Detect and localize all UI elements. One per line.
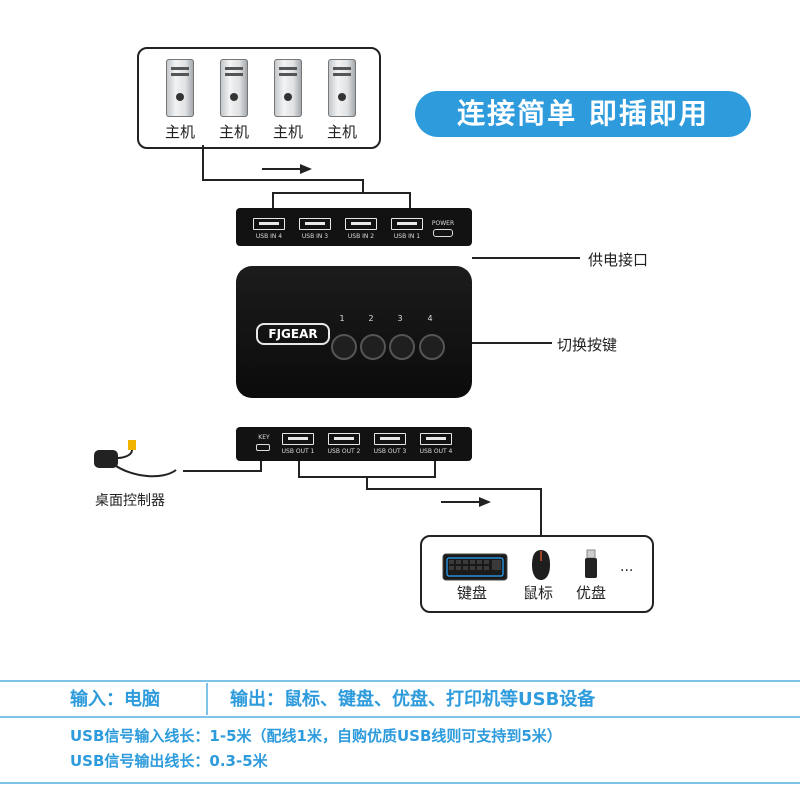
connector-line [272, 192, 410, 194]
port-label: USB OUT 2 [327, 448, 361, 455]
host-label: 主机 [218, 123, 249, 141]
connector-line [366, 476, 368, 490]
usb-port-in-3 [299, 218, 331, 230]
arrow-right-icon [441, 497, 491, 507]
callout-line [472, 342, 552, 344]
connector-line [434, 461, 436, 477]
host-label: 主机 [164, 123, 195, 141]
arrow-right-icon [262, 164, 312, 174]
divider [206, 683, 208, 715]
peripheral-label: 优盘 [575, 584, 606, 602]
connector-line [409, 192, 411, 208]
mouse-icon [532, 550, 550, 580]
connector-line [202, 179, 363, 181]
button-number: 3 [397, 314, 403, 323]
button-number: 1 [339, 314, 345, 323]
peripherals-box: ... [420, 535, 654, 613]
usb-port-in-4 [253, 218, 285, 230]
power-port-icon [433, 229, 453, 237]
switch-button-2[interactable] [360, 334, 386, 360]
usb-drive-icon [585, 549, 597, 578]
port-label: USB IN 4 [255, 233, 283, 240]
connector-line [298, 461, 300, 477]
hosts-box: 主机 主机 主机 主机 [137, 47, 381, 149]
divider [0, 680, 800, 682]
input-cable-spec: USB信号输入线长：1-5米（配线1米，自购优质USB线则可支持到5米） [70, 727, 562, 745]
host-label: 主机 [326, 123, 357, 141]
kvm-switch-top: FJGEAR 1 2 3 4 [236, 266, 472, 398]
port-label: USB IN 1 [393, 233, 421, 240]
switch-button-1[interactable] [331, 334, 357, 360]
connector-line [272, 192, 274, 208]
computer-tower-icon [328, 59, 356, 117]
more-items-icon: ... [620, 559, 634, 575]
connector-line [183, 470, 261, 472]
output-cable-spec: USB信号输出线长：0.3-5米 [70, 752, 268, 770]
port-label: USB OUT 1 [281, 448, 315, 455]
peripheral-label: 键盘 [456, 584, 487, 602]
computer-tower-icon [220, 59, 248, 117]
keyboard-icon [442, 553, 508, 581]
power-callout: 供电接口 [588, 251, 649, 269]
connector-line [540, 488, 542, 536]
key-port-icon [256, 444, 270, 451]
usb-port-out-4 [420, 433, 452, 445]
connector-line [362, 179, 364, 193]
host-label: 主机 [272, 123, 303, 141]
switch-front-panel: KEY USB OUT 1 USB OUT 2 USB OUT 3 USB OU… [236, 427, 472, 461]
button-number: 2 [368, 314, 374, 323]
callout-line [472, 257, 580, 259]
desk-controller-icon [94, 440, 177, 478]
port-label: USB IN 3 [301, 233, 329, 240]
power-label: POWER [431, 220, 455, 227]
switch-back-panel: USB IN 4 USB IN 3 USB IN 2 USB IN 1 POWE… [236, 208, 472, 246]
usb-port-out-1 [282, 433, 314, 445]
computer-tower-icon [274, 59, 302, 117]
brand-logo: FJGEAR [256, 323, 330, 345]
output-info: 输出：鼠标、键盘、优盘、打印机等USB设备 [230, 689, 596, 710]
switch-button-4[interactable] [419, 334, 445, 360]
divider [0, 782, 800, 784]
usb-port-in-2 [345, 218, 377, 230]
peripheral-label: 鼠标 [522, 584, 553, 602]
port-label: USB IN 2 [347, 233, 375, 240]
usb-port-out-2 [328, 433, 360, 445]
switch-button-3[interactable] [389, 334, 415, 360]
usb-port-in-1 [391, 218, 423, 230]
connector-line [202, 145, 204, 180]
connector-line [260, 461, 262, 472]
input-info: 输入：电脑 [70, 689, 160, 710]
button-number: 4 [427, 314, 433, 323]
button-callout: 切换按键 [557, 336, 618, 354]
divider [0, 716, 800, 718]
usb-port-out-3 [374, 433, 406, 445]
port-label: USB OUT 4 [419, 448, 453, 455]
headline-banner: 连接简单 即插即用 [415, 91, 751, 137]
key-label: KEY [258, 434, 270, 441]
connector-line [366, 488, 542, 490]
port-label: USB OUT 3 [373, 448, 407, 455]
controller-label: 桌面控制器 [95, 493, 165, 509]
computer-tower-icon [166, 59, 194, 117]
